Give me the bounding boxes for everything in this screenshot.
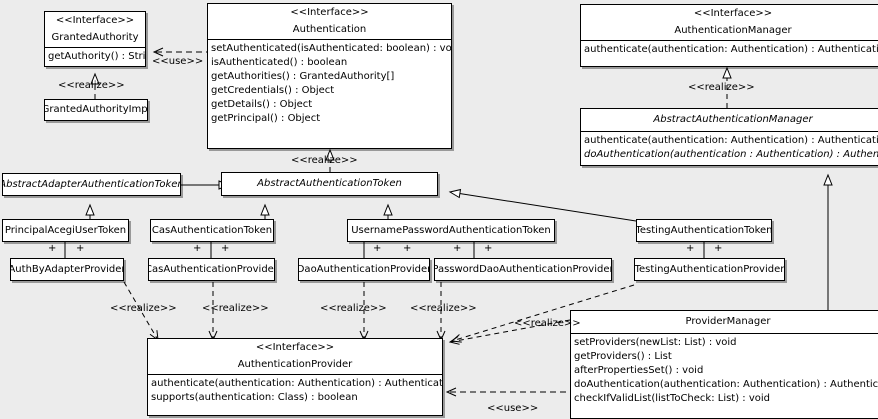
class-principal-acegi-user-token[interactable]: PrincipalAcegiUserToken xyxy=(2,219,129,242)
class-abstract-authentication-token[interactable]: AbstractAuthenticationToken xyxy=(221,172,438,196)
class-password-dao-authentication-provider[interactable]: PasswordDaoAuthenticationProvider xyxy=(434,258,612,281)
operation: doAuthentication(authentication: Authent… xyxy=(574,379,878,390)
edge-label-realize-provider-manager: <<realize>> xyxy=(514,318,581,329)
class-authentication-manager[interactable]: <<Interface>> AuthenticationManager auth… xyxy=(580,4,878,67)
operation: afterPropertiesSet() : void xyxy=(574,365,704,376)
edge-label-realize-dao-provider: <<realize>> xyxy=(320,303,387,314)
edge-label-use-provider-manager: <<use>> xyxy=(487,403,539,414)
operation: doAuthentication(authentication : Authen… xyxy=(584,149,878,160)
class-name: PasswordDaoAuthenticationProvider xyxy=(434,263,612,275)
class-auth-by-adapter-provider[interactable]: AuthByAdapterProvider xyxy=(10,258,124,281)
class-cas-authentication-token[interactable]: CasAuthenticationToken xyxy=(150,219,274,242)
class-header: ProviderManager xyxy=(571,311,878,333)
class-name: TestingAuthenticationProvider xyxy=(634,263,785,275)
class-granted-authority[interactable]: <<Interface>> GrantedAuthority getAuthor… xyxy=(44,11,146,67)
class-dao-authentication-provider[interactable]: DaoAuthenticationProvider xyxy=(298,258,430,281)
class-authentication-provider[interactable]: <<Interface>> AuthenticationProvider aut… xyxy=(147,338,443,416)
edge-label-realize-abstract-authentication-manager: <<realize>> xyxy=(688,82,755,93)
class-header: <<Interface>> AuthenticationManager xyxy=(581,5,878,40)
operations-compartment: authenticate(authentication: Authenticat… xyxy=(148,374,442,407)
class-name: PrincipalAcegiUserToken xyxy=(4,224,127,236)
class-abstract-authentication-manager[interactable]: AbstractAuthenticationManager authentica… xyxy=(580,108,878,166)
stereotype-label: <<Interface>> xyxy=(693,8,773,19)
edge-label-realize-cas-provider: <<realize>> xyxy=(202,303,269,314)
operations-compartment: authenticate(authentication: Authenticat… xyxy=(581,131,878,164)
class-authentication[interactable]: <<Interface>> Authentication setAuthenti… xyxy=(207,3,452,149)
operation: setAuthenticated(isAuthenticated: boolea… xyxy=(211,43,452,54)
class-name: UsernamePasswordAuthenticationToken xyxy=(351,224,551,236)
association-end-mark: + xyxy=(76,243,85,254)
operation: getCredentials() : Object xyxy=(211,85,335,96)
class-header: AbstractAuthenticationManager xyxy=(581,109,878,131)
operation: supports(authentication: Class) : boolea… xyxy=(151,392,358,403)
class-header: <<Interface>> Authentication xyxy=(208,4,451,39)
association-end-mark: + xyxy=(686,243,695,254)
operation: isAuthenticated() : boolean xyxy=(211,57,348,68)
association-end-mark: + xyxy=(221,243,230,254)
operation: getAuthorities() : GrantedAuthority[] xyxy=(211,71,395,82)
stereotype-label: <<Interface>> xyxy=(255,342,335,353)
operations-compartment: setProviders(newList: List) : void getPr… xyxy=(571,333,878,408)
association-end-mark: + xyxy=(373,243,382,254)
class-name: CasAuthenticationProvider xyxy=(148,263,275,275)
class-name: AuthenticationManager xyxy=(674,25,792,36)
association-end-mark: + xyxy=(453,243,462,254)
operation: getProviders() : List xyxy=(574,351,672,362)
association-end-mark: + xyxy=(193,243,202,254)
class-name: DaoAuthenticationProvider xyxy=(298,263,430,275)
association-end-mark: + xyxy=(403,243,412,254)
class-granted-authority-impl[interactable]: GrantedAuthorityImpl xyxy=(44,99,148,121)
operations-compartment: authenticate(authentication: Authenticat… xyxy=(581,40,878,59)
operation: checkIfValidList(listToCheck: List) : vo… xyxy=(574,393,771,404)
class-testing-authentication-provider[interactable]: TestingAuthenticationProvider xyxy=(634,258,785,281)
class-name: AbstractAuthenticationManager xyxy=(653,114,813,125)
class-cas-authentication-provider[interactable]: CasAuthenticationProvider xyxy=(148,258,275,281)
class-header: <<Interface>> AuthenticationProvider xyxy=(148,339,442,374)
class-name: AuthenticationProvider xyxy=(237,359,353,370)
stereotype-label: <<Interface>> xyxy=(55,15,135,26)
class-name: Authentication xyxy=(292,24,367,35)
operation: getDetails() : Object xyxy=(211,99,313,110)
class-testing-authentication-token[interactable]: TestingAuthenticationToken xyxy=(636,219,772,242)
operations-compartment: setAuthenticated(isAuthenticated: boolea… xyxy=(208,39,451,128)
class-provider-manager[interactable]: ProviderManager setProviders(newList: Li… xyxy=(570,310,878,419)
operation: authenticate(authentication: Authenticat… xyxy=(151,378,443,389)
class-abstract-adapter-authentication-token[interactable]: AbstractAdapterAuthenticationToken xyxy=(2,173,181,196)
class-name: GrantedAuthorityImpl xyxy=(44,104,148,115)
operation: authenticate(authentication: Authenticat… xyxy=(584,135,878,146)
class-name: TestingAuthenticationToken xyxy=(636,224,772,236)
operations-compartment: getAuthority() : String xyxy=(45,47,145,66)
association-end-mark: + xyxy=(714,243,723,254)
edge-label-realize-password-dao-provider: <<realize>> xyxy=(410,303,477,314)
operation: setProviders(newList: List) : void xyxy=(574,337,737,348)
class-username-password-authentication-token[interactable]: UsernamePasswordAuthenticationToken xyxy=(347,219,555,242)
class-header: <<Interface>> GrantedAuthority xyxy=(45,12,145,47)
operation: getAuthority() : String xyxy=(48,51,146,62)
class-name: GrantedAuthority xyxy=(51,32,139,43)
class-name: AuthByAdapterProvider xyxy=(10,263,124,275)
association-end-mark: + xyxy=(484,243,493,254)
class-name: ProviderManager xyxy=(685,316,771,327)
operation: authenticate(authentication: Authenticat… xyxy=(584,44,878,55)
stereotype-label: <<Interface>> xyxy=(290,7,369,18)
edge-label-use-granted-authority: <<use>> xyxy=(152,56,204,67)
class-name: CasAuthenticationToken xyxy=(151,224,273,236)
edge-label-realize-granted-authority-impl: <<realize>> xyxy=(58,80,125,91)
class-name: AbstractAuthenticationToken xyxy=(257,178,402,189)
class-name: AbstractAdapterAuthenticationToken xyxy=(2,178,181,190)
edge-label-realize-auth-by-adapter: <<realize>> xyxy=(110,303,177,314)
operation: getPrincipal() : Object xyxy=(211,113,321,124)
association-end-mark: + xyxy=(48,243,57,254)
edge-label-realize-abstract-authentication-token: <<realize>> xyxy=(291,155,358,166)
